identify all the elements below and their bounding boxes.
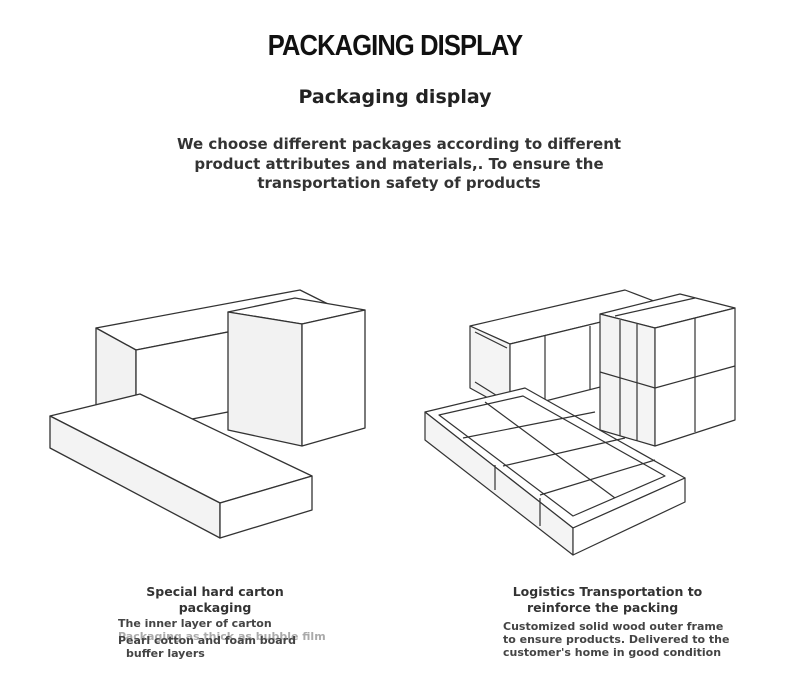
caption-line: Special hard carton	[146, 584, 284, 599]
caption-overlap-line: Packaging as thick as bubble film	[118, 630, 326, 643]
left-caption-body: The inner layer of carton Packaging as t…	[118, 617, 328, 660]
caption-line: Customized solid wood outer frame	[503, 620, 724, 633]
intro-line: We choose different packages according t…	[176, 135, 622, 153]
caption-line: customer's home in good condition	[503, 646, 722, 659]
intro-text: We choose different packages according t…	[160, 135, 638, 194]
intro-line: transportation safety of products	[257, 174, 541, 192]
intro-line: product attributes and materials,. To en…	[194, 154, 604, 173]
crate-illustration	[424, 289, 736, 556]
page-subtitle: Packaging display	[298, 86, 492, 108]
caption-line: packaging	[178, 599, 252, 615]
caption-line: Logistics Transportation to	[512, 584, 703, 599]
caption-line: reinforce the packing	[527, 599, 679, 615]
right-caption-body: Customized solid wood outer frame to ens…	[503, 620, 733, 659]
caption-line: Pearl cotton and foam board	[118, 634, 296, 647]
right-caption-title: Logistics Transportation to reinforce th…	[505, 584, 710, 615]
caption-line: to ensure products. Delivered to the	[503, 633, 730, 646]
page-title: PACKAGING DISPLAY	[267, 30, 523, 62]
caption-line: The inner layer of carton	[118, 617, 272, 630]
left-caption-title: Special hard carton packaging	[120, 584, 310, 615]
caption-line: buffer layers	[126, 647, 205, 660]
carton-illustration	[49, 289, 366, 539]
